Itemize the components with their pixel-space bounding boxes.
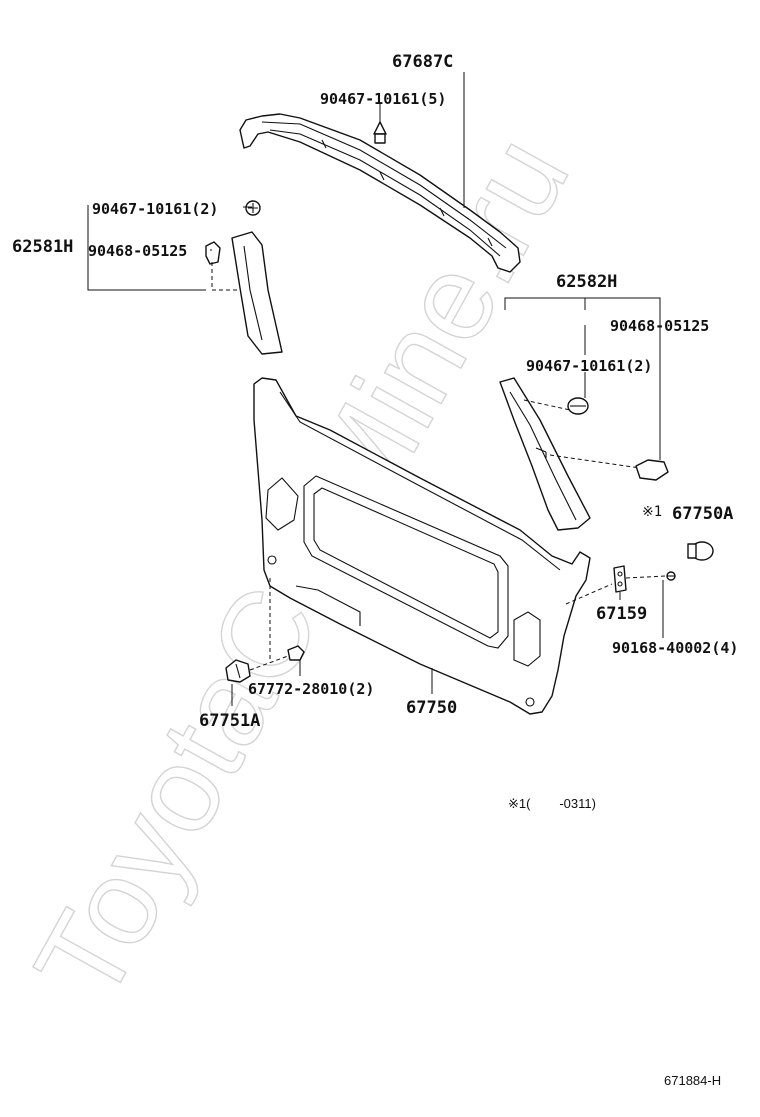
label-67751A: 67751A	[199, 711, 260, 731]
label-67750: 67750	[406, 698, 457, 718]
clip-90468-left	[205, 241, 221, 265]
screw-90168	[666, 571, 676, 581]
label-90468-05125-right: 90468-05125	[610, 317, 709, 335]
note-text: ※1( -0311)	[508, 796, 596, 811]
left-pillar-garnish-part	[231, 231, 283, 355]
right-pillar-garnish-part	[499, 377, 591, 531]
label-67159: 67159	[596, 604, 647, 624]
clip-67772	[287, 645, 305, 661]
back-door-trim-board-part	[253, 377, 591, 715]
leader-lines	[87, 72, 664, 706]
label-90467-10161-5: 90467-10161(5)	[320, 90, 446, 108]
clip-90467-top	[373, 121, 387, 144]
diagram-code: 671884-H	[664, 1073, 721, 1088]
bracket-67159	[613, 565, 627, 593]
upper-garnish-part	[239, 113, 521, 273]
label-67750A: 67750A	[672, 504, 733, 524]
label-90468-05125-left: 90468-05125	[88, 242, 187, 260]
label-62582H: 62582H	[556, 272, 617, 292]
label-67772-28010-2: 67772-28010(2)	[248, 680, 374, 698]
part-labels: 67687C 90467-10161(5) 90467-10161(2) 625…	[12, 52, 738, 1088]
label-90467-10161-2-right: 90467-10161(2)	[526, 357, 652, 375]
clip-67751A	[225, 659, 251, 683]
clip-90468-right	[635, 459, 669, 481]
label-90168-40002-4: 90168-40002(4)	[612, 639, 738, 657]
clip-90467-left	[245, 200, 261, 216]
label-note-mark: ※1	[642, 504, 662, 520]
clip-90467-right	[567, 397, 589, 415]
label-67687C: 67687C	[392, 52, 453, 72]
clip-67750A	[687, 541, 714, 561]
label-90467-10161-2-left: 90467-10161(2)	[92, 200, 218, 218]
label-62581H: 62581H	[12, 237, 73, 257]
